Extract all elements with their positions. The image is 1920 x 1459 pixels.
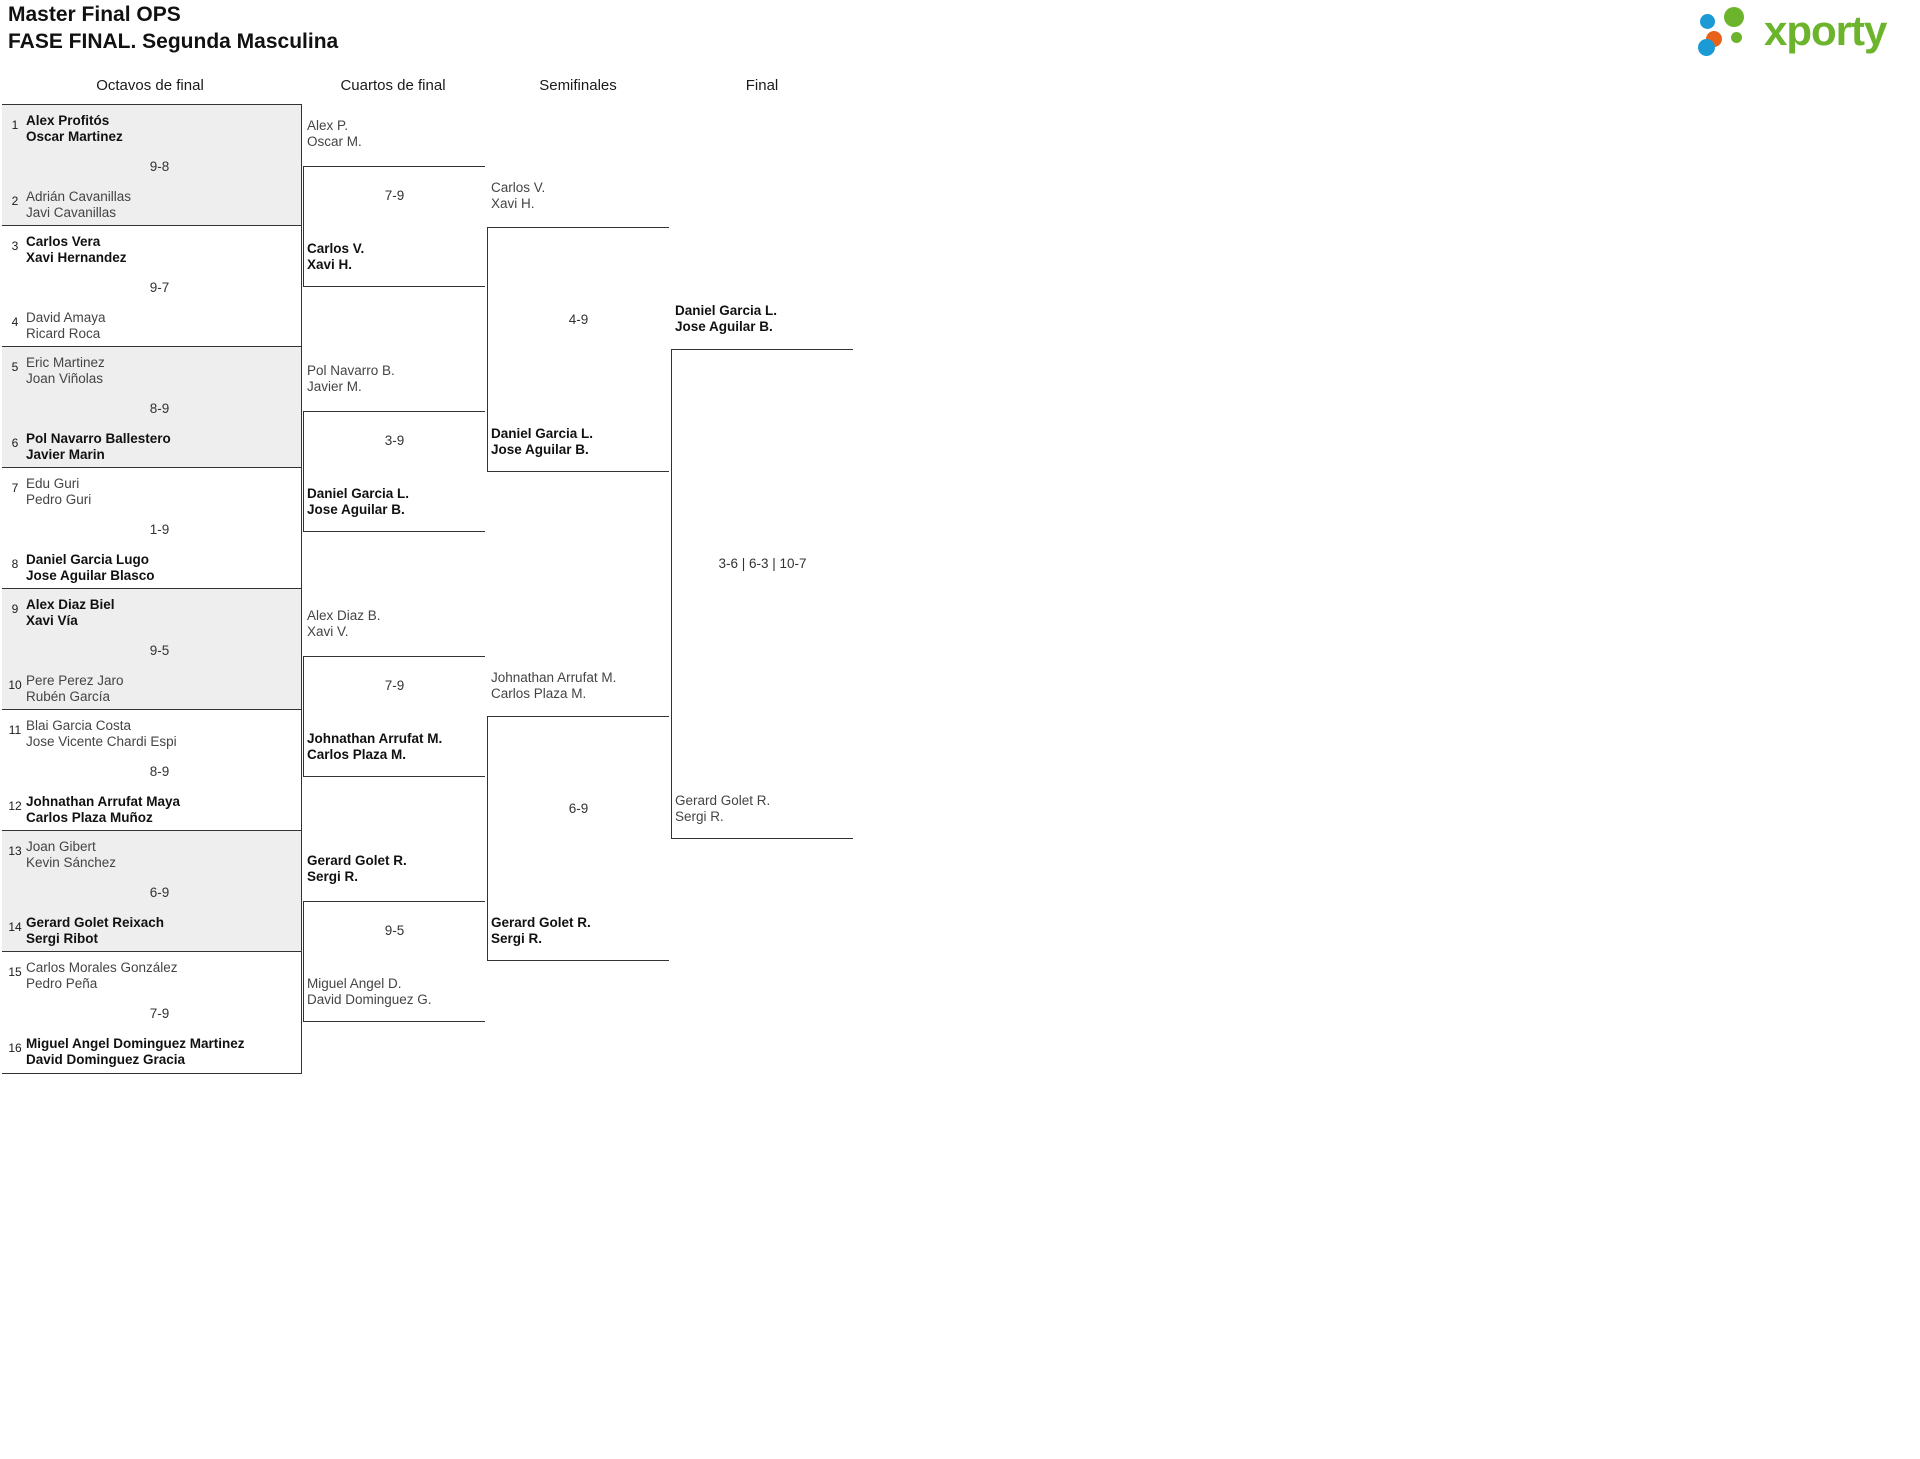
- seed-number: 2: [11, 194, 19, 208]
- qf1-team-top: Alex P.Oscar M.: [307, 118, 362, 149]
- seed-number: 16: [8, 1041, 22, 1055]
- match-qf-4[interactable]: 9-5: [303, 901, 485, 1022]
- qf2-team-bottom: Daniel Garcia L.Jose Aguilar B.: [307, 486, 410, 517]
- match-score: 4-9: [568, 312, 589, 327]
- match-score: 6-9: [149, 885, 170, 900]
- round-header-final: Final: [745, 77, 779, 94]
- tournament-phase: FASE FINAL. Segunda Masculina: [8, 29, 339, 53]
- seed-number: 6: [11, 436, 19, 450]
- match-score: 9-5: [149, 643, 170, 658]
- match-final[interactable]: 3-6 | 6-3 | 10-7: [671, 349, 853, 839]
- seed-number: 11: [8, 723, 22, 737]
- qf3-team-bottom: Johnathan Arrufat M.Carlos Plaza M.: [307, 731, 443, 762]
- match-sf-2[interactable]: 6-9: [487, 716, 669, 961]
- match-score: 8-9: [149, 764, 170, 779]
- round-header-cuartos: Cuartos de final: [340, 77, 446, 94]
- match-score: 1-9: [149, 522, 170, 537]
- logo-dots-icon: [1698, 6, 1764, 58]
- seed-number: 8: [11, 557, 19, 571]
- round-header-octavos: Octavos de final: [96, 77, 204, 94]
- match-score: 6-9: [568, 801, 589, 816]
- match-score: 7-9: [384, 188, 405, 203]
- seed-number: 5: [11, 360, 19, 374]
- match-score: 9-7: [149, 280, 170, 295]
- sf1-team-top: Carlos V.Xavi H.: [491, 180, 546, 211]
- tournament-name: Master Final OPS: [8, 3, 181, 26]
- sf1-team-bottom: Daniel Garcia L.Jose Aguilar B.: [491, 426, 594, 457]
- match-score: 9-5: [384, 923, 405, 938]
- final-team-bottom: Gerard Golet R.Sergi R.: [675, 793, 771, 824]
- qf1-team-bottom: Carlos V.Xavi H.: [307, 241, 365, 272]
- match-score: 3-6 | 6-3 | 10-7: [718, 556, 807, 571]
- match-sf-1[interactable]: 4-9: [487, 227, 669, 472]
- seed-number: 9: [11, 602, 19, 616]
- qf2-team-top: Pol Navarro B.Javier M.: [307, 363, 395, 394]
- match-qf-3[interactable]: 7-9: [303, 656, 485, 777]
- seed-number: 15: [8, 965, 22, 979]
- page-title: Master Final OPS FASE FINAL. Segunda Mas…: [8, 2, 338, 56]
- xporty-logo: xporty: [1698, 6, 1908, 58]
- qf3-team-top: Alex Diaz B.Xavi V.: [307, 608, 381, 639]
- match-qf-1[interactable]: 7-9: [303, 166, 485, 287]
- match-score: 8-9: [149, 401, 170, 416]
- round-header-semifinales: Semifinales: [539, 77, 617, 94]
- match-score: 3-9: [384, 433, 405, 448]
- match-qf-2[interactable]: 3-9: [303, 411, 485, 532]
- match-score: 7-9: [149, 1006, 170, 1021]
- qf4-team-bottom: Miguel Angel D.David Dominguez G.: [307, 976, 432, 1007]
- match-score: 7-9: [384, 678, 405, 693]
- seed-number: 13: [8, 844, 22, 858]
- qf4-team-top: Gerard Golet R.Sergi R.: [307, 853, 407, 884]
- seed-number: 12: [8, 799, 22, 813]
- sf2-team-top: Johnathan Arrufat M.Carlos Plaza M.: [491, 670, 617, 701]
- seed-number: 14: [8, 920, 22, 934]
- match-score: 9-8: [149, 159, 170, 174]
- seed-number: 7: [11, 481, 19, 495]
- seed-number: 4: [11, 315, 19, 329]
- final-team-top: Daniel Garcia L.Jose Aguilar B.: [675, 303, 778, 334]
- logo-wordmark: xporty: [1764, 7, 1887, 54]
- seed-number: 3: [11, 239, 19, 253]
- seed-number: 10: [8, 678, 22, 692]
- seed-number: 1: [11, 118, 19, 132]
- sf2-team-bottom: Gerard Golet R.Sergi R.: [491, 915, 591, 946]
